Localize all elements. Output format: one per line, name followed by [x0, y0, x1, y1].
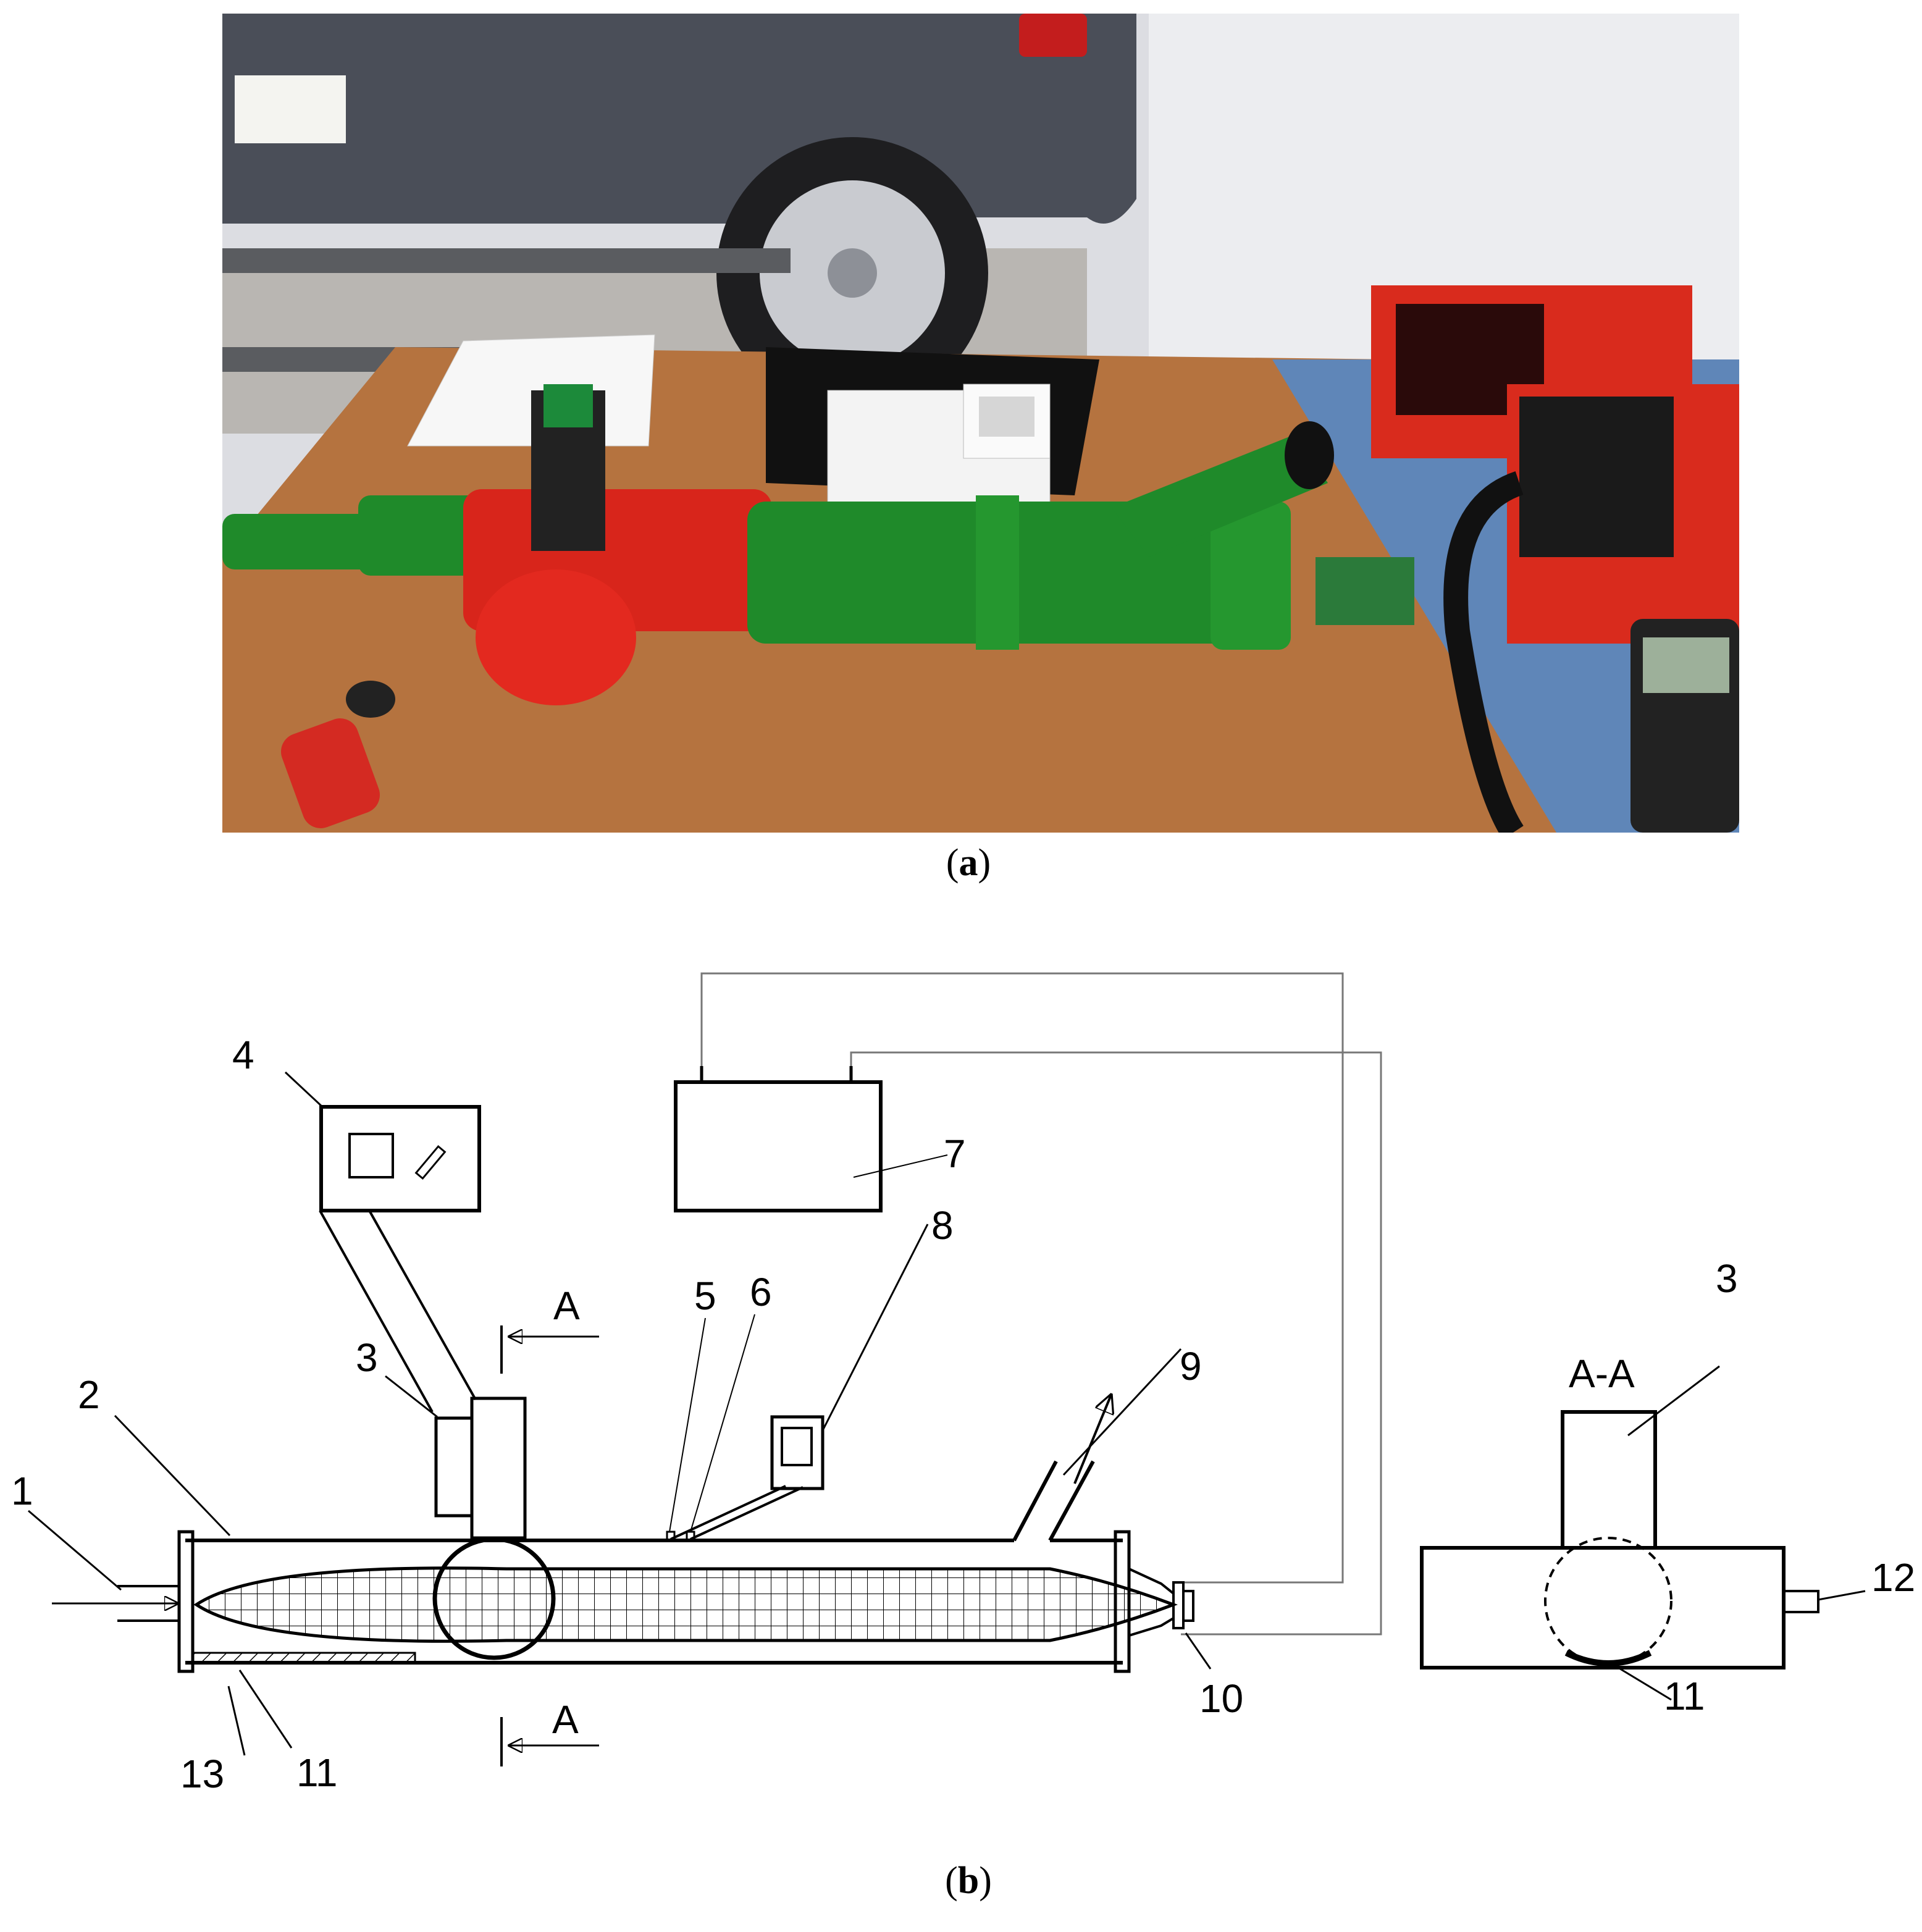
car-sticker [235, 75, 346, 143]
sensor-cable-b [690, 1486, 804, 1540]
section-mark-bottom: A [552, 1697, 579, 1742]
leader-10 [1185, 1632, 1212, 1670]
car-body [222, 14, 1136, 224]
anemometer-head [346, 681, 395, 718]
leader-12 [1818, 1590, 1866, 1601]
fan-outlet-circle [432, 1537, 556, 1660]
label-13: 13 [180, 1752, 224, 1796]
controller-box [674, 1080, 883, 1212]
section-nozzle-12 [1782, 1590, 1819, 1613]
inlet-pipe [358, 495, 482, 576]
branch-wall-right [1048, 1460, 1095, 1542]
sensor-display [781, 1427, 813, 1466]
label-10: 10 [1199, 1676, 1243, 1721]
label-7: 7 [944, 1132, 966, 1176]
wire-bottom [850, 1051, 1382, 1636]
label-2: 2 [78, 1372, 100, 1417]
thermostat-display [979, 397, 1034, 437]
anemometer-switch [414, 1144, 447, 1180]
section-label-11: 11 [1664, 1674, 1705, 1718]
leader-section-11 [1618, 1666, 1672, 1701]
tail-light [1019, 14, 1087, 57]
label-12: 12 [1871, 1555, 1915, 1600]
outlet-branch [1112, 434, 1328, 557]
wheel-hub [828, 248, 877, 298]
branch-wall-left [1012, 1460, 1058, 1542]
leader-4 [284, 1071, 324, 1108]
caption-b: (b) [945, 1860, 992, 1902]
probe-cable-left [319, 1210, 434, 1413]
leader-5 [669, 1317, 706, 1532]
outflow-arrow [1073, 1393, 1112, 1484]
leader-9 [1062, 1348, 1182, 1476]
leader-7b [853, 1154, 948, 1178]
leader-7 [821, 1224, 929, 1431]
schematic-diagram: 1 2 3 4 5 6 7 8 9 10 11 12 13 A A A-A 3 … [11, 972, 1915, 1796]
label-9: 9 [1180, 1344, 1202, 1388]
anemometer-display [348, 1133, 394, 1178]
wire-top [700, 972, 1344, 1584]
section-label-3: 3 [1716, 1256, 1738, 1301]
section-body [1420, 1546, 1786, 1670]
section-tube-circle [1544, 1537, 1672, 1665]
leader-3 [385, 1375, 438, 1418]
leader-section-3 [1627, 1365, 1720, 1437]
diagram-panel: 1 2 3 4 5 6 7 8 9 10 11 12 13 A A A-A 3 … [0, 951, 1922, 1859]
leader-13 [227, 1686, 246, 1756]
section-mark-top: A [553, 1283, 580, 1328]
pipe-end [1211, 502, 1291, 650]
label-3: 3 [356, 1335, 378, 1380]
label-5: 5 [694, 1274, 716, 1318]
heater-terminal [1182, 1590, 1194, 1622]
test-rig-photo [222, 14, 1739, 839]
deposit-strip [191, 1652, 416, 1664]
pipe-joint [976, 495, 1019, 650]
leader-1 [28, 1510, 122, 1591]
mesh-core [193, 1566, 1178, 1643]
leader-11 [238, 1670, 293, 1749]
analyzer-panel [1519, 397, 1674, 557]
label-4: 4 [232, 1033, 254, 1077]
fan-housing-top [543, 384, 593, 427]
fan-motor [434, 1416, 474, 1518]
anemometer [281, 718, 380, 828]
section-deposit [1564, 1650, 1652, 1666]
photo-panel [222, 14, 1739, 839]
leader-6 [690, 1314, 755, 1532]
outlet-opening [1285, 421, 1334, 489]
label-6: 6 [750, 1270, 772, 1314]
label-1: 1 [11, 1469, 33, 1513]
caption-a: (a) [946, 842, 991, 884]
section-fan-duct [1561, 1410, 1657, 1548]
anemometer-box [319, 1105, 481, 1212]
analyzer-hose [1443, 471, 1524, 839]
label-8: 8 [931, 1203, 954, 1248]
sensor-cable-a [670, 1485, 786, 1540]
section-view-title: A-A [1569, 1351, 1635, 1396]
circuit-board [1316, 557, 1414, 625]
lift-frame-top [222, 248, 791, 273]
probe-cable-right [368, 1210, 477, 1400]
fan-housing [470, 1396, 527, 1540]
red-end-cap [476, 569, 636, 705]
scanner-display [1643, 637, 1729, 693]
leader-2 [114, 1414, 231, 1537]
inlet-flange [177, 1530, 195, 1673]
label-11: 11 [296, 1750, 337, 1795]
